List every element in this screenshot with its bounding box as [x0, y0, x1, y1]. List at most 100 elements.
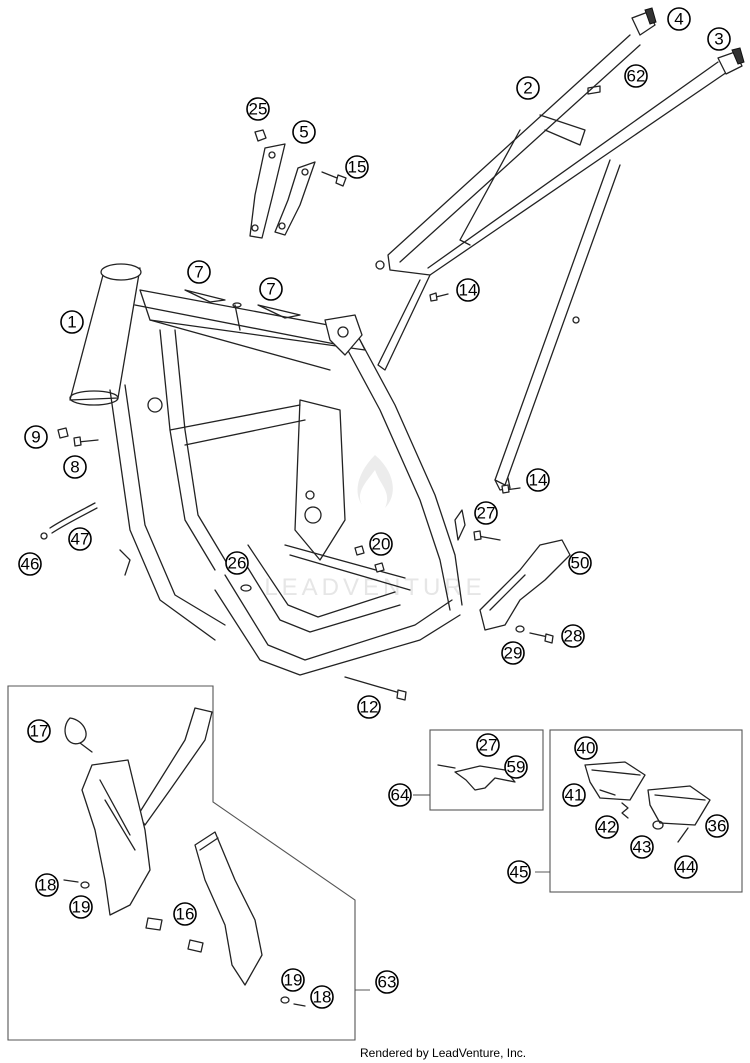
callout-label: 14 [459, 281, 478, 300]
callout-9[interactable]: 9 [24, 425, 48, 449]
watermark-text: LEADVENTURE [264, 574, 485, 601]
callout-59[interactable]: 59 [504, 755, 528, 779]
washer-29 [515, 625, 525, 633]
callout-18b[interactable]: 18 [310, 985, 334, 1009]
callout-27a[interactable]: 27 [474, 501, 498, 525]
spring-42 [621, 802, 629, 819]
callout-label: 2 [523, 79, 532, 98]
callout-45[interactable]: 45 [507, 860, 531, 884]
nut-25 [254, 129, 267, 142]
bolt-28 [529, 632, 554, 644]
callout-1[interactable]: 1 [60, 310, 84, 334]
callout-7b[interactable]: 7 [259, 277, 283, 301]
callout-label: 40 [577, 739, 596, 758]
callout-label: 5 [299, 123, 308, 142]
callout-label: 20 [372, 535, 391, 554]
callout-5[interactable]: 5 [292, 120, 316, 144]
cotter-pin-44 [677, 827, 689, 843]
bolt-27b [437, 764, 456, 769]
bolt-62 [587, 85, 601, 95]
callout-47[interactable]: 47 [68, 527, 92, 551]
callout-14a[interactable]: 14 [456, 278, 480, 302]
callout-50[interactable]: 50 [568, 551, 592, 575]
callout-label: 18 [38, 876, 57, 895]
bolt-12 [344, 676, 407, 701]
main-frame [69, 263, 466, 676]
callout-42[interactable]: 42 [595, 815, 619, 839]
callout-label: 7 [194, 263, 203, 282]
hose-47 [49, 502, 98, 534]
callout-label: 19 [72, 898, 91, 917]
callout-label: 12 [360, 698, 379, 717]
callout-28[interactable]: 28 [561, 624, 585, 648]
bolt-14 [429, 292, 521, 494]
callout-8[interactable]: 8 [63, 455, 87, 479]
callout-43[interactable]: 43 [630, 835, 654, 859]
callout-46[interactable]: 46 [18, 552, 42, 576]
callout-63[interactable]: 63 [375, 970, 399, 994]
callout-4[interactable]: 4 [667, 7, 691, 31]
washer-19a [80, 881, 90, 889]
callout-7a[interactable]: 7 [187, 260, 211, 284]
footrest-40 [584, 761, 646, 801]
nut-9 [57, 427, 69, 439]
callout-15[interactable]: 15 [345, 155, 369, 179]
callout-20[interactable]: 20 [369, 532, 393, 556]
callout-label: 4 [674, 10, 683, 29]
bolt-15 [321, 171, 347, 187]
end-cap-4 [631, 7, 657, 36]
callout-label: 50 [571, 554, 590, 573]
callout-12[interactable]: 12 [357, 695, 381, 719]
frame-protector [81, 707, 263, 986]
bolt-18a [63, 879, 79, 883]
callout-label: 26 [228, 554, 247, 573]
engine-hanger-5 [249, 143, 316, 239]
callout-label: 19 [284, 971, 303, 990]
callout-19a[interactable]: 19 [69, 895, 93, 919]
pin-41 [599, 789, 616, 796]
callout-64[interactable]: 64 [388, 783, 412, 807]
subframe [375, 34, 731, 491]
callout-41[interactable]: 41 [562, 783, 586, 807]
cable-tie-17 [64, 717, 93, 753]
nut-20 [354, 545, 385, 573]
footrest-36 [647, 785, 711, 826]
chain-slider-59 [454, 765, 516, 791]
callout-29[interactable]: 29 [501, 641, 525, 665]
callout-label: 62 [627, 67, 646, 86]
callout-label: 47 [71, 530, 90, 549]
callout-2[interactable]: 2 [516, 76, 540, 100]
callout-16[interactable]: 16 [173, 902, 197, 926]
clip-46 [40, 532, 48, 540]
frame-protection-box [7, 685, 356, 1041]
callout-36[interactable]: 36 [705, 814, 729, 838]
callout-label: 59 [507, 758, 526, 777]
callout-40[interactable]: 40 [574, 736, 598, 760]
washer-43 [652, 820, 664, 830]
callout-label: 45 [510, 863, 529, 882]
footrest-box [535, 729, 743, 893]
callout-label: 1 [67, 313, 76, 332]
callout-label: 7 [266, 280, 275, 299]
callout-label: 29 [504, 644, 523, 663]
bolt-27a [473, 530, 501, 541]
callout-62[interactable]: 62 [624, 64, 648, 88]
callout-label: 8 [70, 458, 79, 477]
bolt-8 [73, 436, 99, 447]
callout-19b[interactable]: 19 [281, 968, 305, 992]
callout-27b[interactable]: 27 [476, 733, 500, 757]
callout-25[interactable]: 25 [246, 97, 270, 121]
callout-44[interactable]: 44 [674, 855, 698, 879]
callout-label: 27 [479, 736, 498, 755]
callout-label: 14 [529, 471, 548, 490]
callout-26[interactable]: 26 [225, 551, 249, 575]
callout-label: 3 [714, 30, 723, 49]
callout-17[interactable]: 17 [27, 719, 51, 743]
callout-18a[interactable]: 18 [35, 873, 59, 897]
end-cap-3 [717, 47, 745, 75]
callout-label: 44 [677, 858, 696, 877]
callout-14b[interactable]: 14 [526, 468, 550, 492]
callout-3[interactable]: 3 [707, 27, 731, 51]
washer-19b [280, 996, 290, 1004]
washer-26 [240, 584, 252, 592]
